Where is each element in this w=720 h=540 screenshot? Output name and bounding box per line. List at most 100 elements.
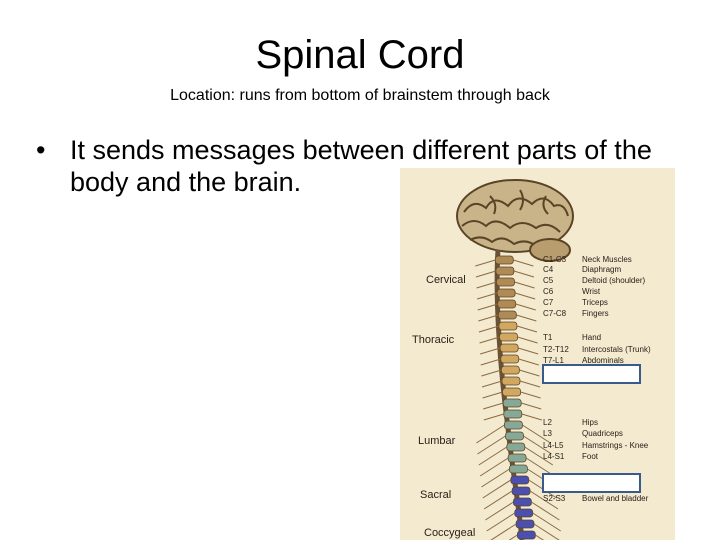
vertebra [496,277,515,287]
nerve [478,314,499,322]
nerve [516,325,538,333]
nerve [478,446,508,466]
function-label: Wrist [582,287,601,296]
nerve [475,259,496,267]
spinal-nerves [475,259,561,540]
vertebra [506,442,526,452]
function-label: Hand [582,333,601,342]
nerve [477,292,498,300]
nerve [513,270,535,278]
nerve [521,413,542,421]
nerve [481,369,502,377]
vertebra [498,321,518,331]
function-label: Hips [582,418,598,427]
nerve [532,512,561,532]
function-label: Bowel and bladder [582,494,649,503]
brain-icon [456,179,574,262]
highlight-box [542,473,641,493]
level-label: C7-C8 [543,309,567,318]
vertebra [516,530,536,540]
nerve [518,358,539,366]
vertebra [509,464,528,474]
nerve [513,259,534,267]
nerve [524,446,554,466]
vertebra [495,266,515,276]
nerve [517,336,538,344]
vertebra [501,376,521,386]
slide-title: Spinal Cord [255,33,465,77]
vertebra [500,365,520,375]
nerve [508,534,518,540]
level-label: L4-S1 [543,452,565,461]
nerve [486,512,515,532]
nerve [478,325,500,333]
region-label-lumbar: Lumbar [418,435,456,447]
vertebra [496,288,516,298]
level-label: C6 [543,287,554,296]
nerve [516,314,537,322]
bullet-dot: • [36,135,46,165]
function-label: Diaphragm [582,265,621,274]
function-label: Fingers [582,309,609,318]
nerve [515,292,536,300]
vertebra [500,354,520,364]
region-label-cervical: Cervical [426,274,466,286]
nerve [490,523,517,540]
nerve [529,490,559,510]
function-label: Abdominals [582,356,624,365]
nerve [482,391,503,399]
level-label: C1-C3 [543,255,567,264]
bullet-text: It sends messages between different part… [70,135,652,197]
vertebra [505,431,524,441]
nerve [522,424,551,444]
nerve [477,435,506,455]
nerve [480,358,501,366]
function-table: C1-C3 Neck Muscles C4 Diaphragm C5 Delto… [543,255,651,503]
slide-subtitle: Location: runs from bottom of brainstem … [170,87,550,104]
region-label-coccygeal: Coccygeal [424,527,475,539]
vertebra [502,398,522,408]
nerve [480,347,501,355]
nerve [483,402,504,410]
level-label: S2-S3 [543,494,566,503]
vertebrae [494,255,536,540]
region-label-thoracic: Thoracic [412,334,455,346]
bullet-list: • It sends messages between different pa… [36,134,676,198]
nerve [476,424,505,444]
nerve [523,435,552,455]
level-label: L2 [543,418,552,427]
vertebra [503,409,523,419]
level-label: T1 [543,333,553,342]
level-label: L4-L5 [543,441,564,450]
vertebra [513,497,532,507]
nerve [521,402,542,410]
highlight-box [542,364,641,384]
vertebra [494,255,514,265]
vertebra [510,475,530,485]
nerve [520,391,541,399]
vertebra [502,387,521,397]
nerve [479,457,509,477]
nerve [479,336,500,344]
nerve [483,413,504,421]
nerve [531,501,560,521]
nerve [482,479,512,499]
level-label: C5 [543,276,554,285]
nerve [519,369,540,377]
function-label: Neck Muscles [582,255,632,264]
function-label: Deltoid (shoulder) [582,276,645,285]
nerve [533,523,560,540]
nerve [514,281,535,289]
nerve [515,303,536,311]
level-label: C4 [543,265,554,274]
vertebra [499,332,518,342]
nerve [477,303,498,311]
function-label: Foot [582,452,599,461]
nerve [485,501,514,521]
nerve [481,468,510,488]
spinal-cord-illustration: Cervical Thoracic Lumbar Sacral Coccygea… [400,168,675,540]
nerve [519,380,541,388]
nerve [476,281,497,289]
nerve [483,490,513,510]
vertebra [504,420,523,430]
